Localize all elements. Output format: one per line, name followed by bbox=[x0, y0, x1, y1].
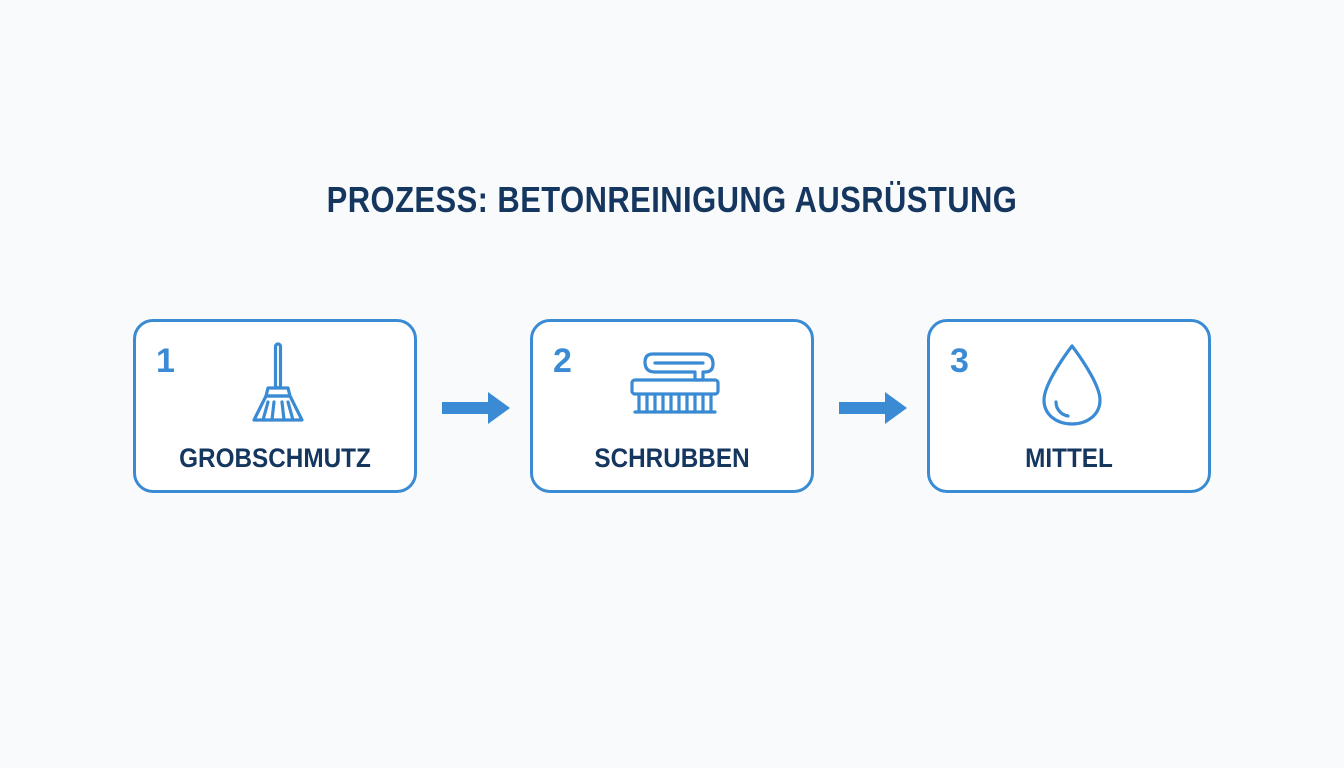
broom-icon bbox=[228, 340, 328, 430]
step-label: GROBSCHMUTZ bbox=[179, 443, 371, 473]
step-label: MITTEL bbox=[1025, 443, 1113, 473]
step-number: 2 bbox=[553, 342, 572, 380]
water-drop-icon bbox=[1022, 340, 1122, 430]
diagram-title: PROZESS: BETONREINIGUNG AUSRÜSTUNG bbox=[326, 179, 1018, 220]
step-number: 3 bbox=[950, 342, 969, 380]
arrow-right-icon bbox=[837, 390, 909, 426]
step-label: SCHRUBBEN bbox=[594, 443, 750, 473]
step-card-3: 3 MITTEL bbox=[927, 319, 1211, 493]
step-card-2: 2 SCHRUBBEN bbox=[530, 319, 814, 493]
step-card-1: 1 GROBSCHMUTZ bbox=[133, 319, 417, 493]
scrub-brush-icon bbox=[625, 340, 725, 430]
arrow-right-icon bbox=[440, 390, 512, 426]
step-number: 1 bbox=[156, 342, 175, 380]
